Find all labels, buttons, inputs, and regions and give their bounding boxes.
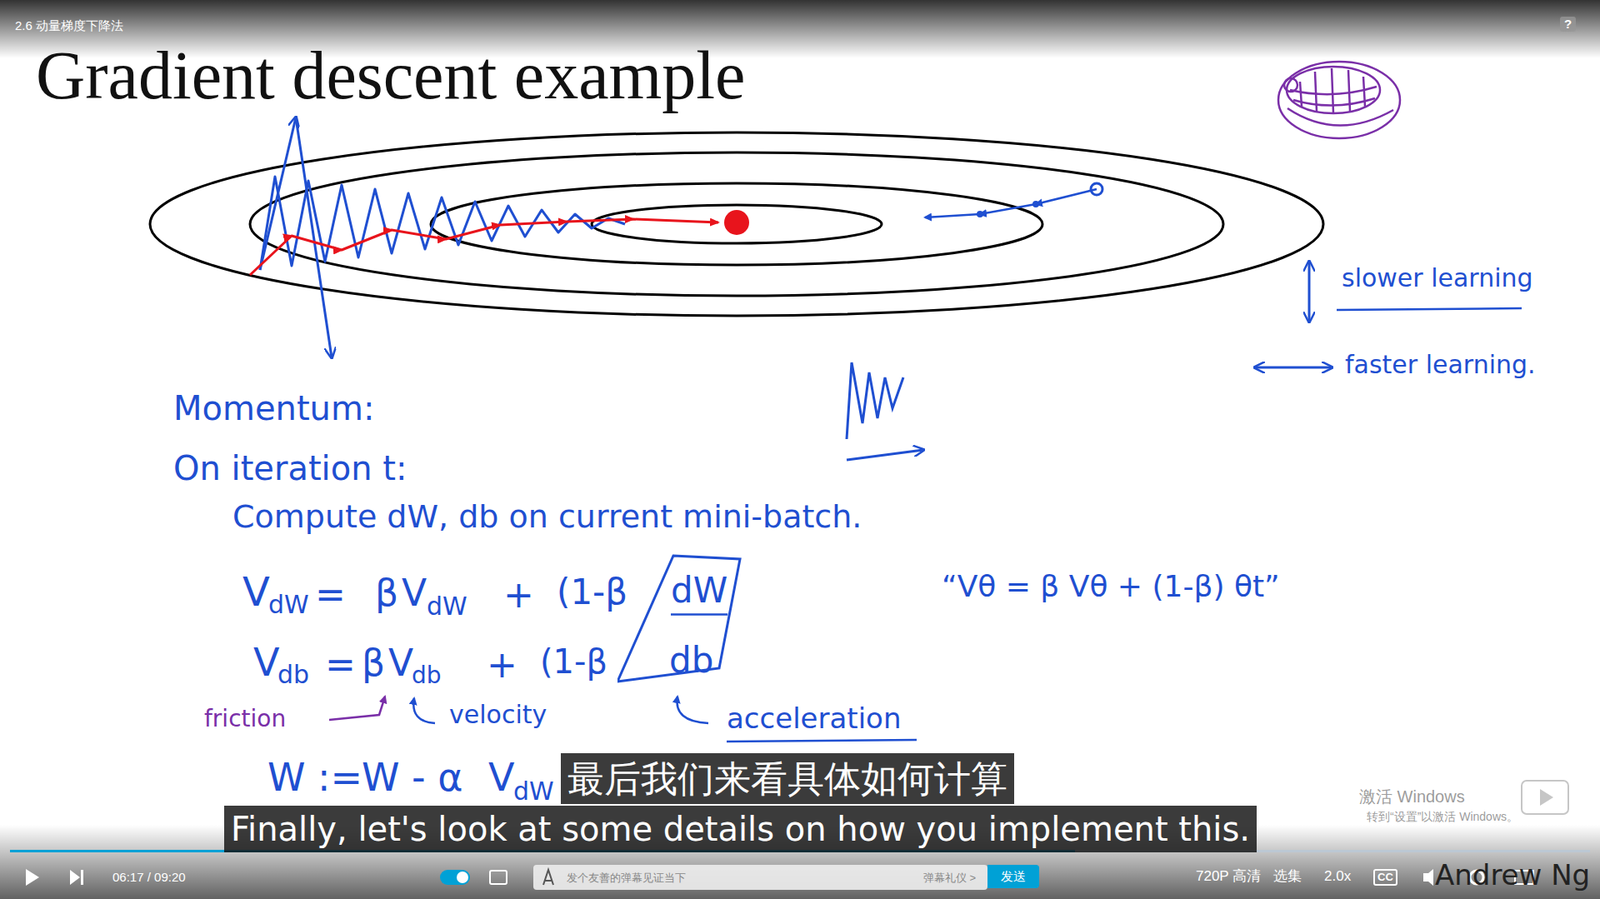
annotation: acceleration (726, 701, 901, 736)
watermark: 激活 Windows (1359, 786, 1465, 807)
formula-symbol: V (253, 640, 280, 686)
parallelogram-box: dW db (617, 551, 745, 685)
handwritten-note: Compute dW, db on current mini-batch. (232, 498, 862, 537)
vertical-arrow (1308, 290, 1311, 322)
handwritten-note: On iteration t: (173, 448, 407, 489)
author-watermark: Andrew Ng (1435, 858, 1590, 893)
formula-symbol: + (486, 643, 518, 688)
step-dot (1032, 200, 1040, 208)
formula-symbol: V (242, 568, 270, 617)
time-display: 06:17 / 09:20 (112, 870, 186, 885)
video-title: 2.6 动量梯度下降法 (15, 18, 124, 34)
toggle-knob (456, 871, 469, 884)
formula-symbol: β (361, 641, 385, 686)
play-icon (25, 869, 40, 886)
horizontal-arrow (1255, 366, 1293, 370)
formula: “Vθ = β Vθ + (1-β) θt” (941, 568, 1280, 605)
subtitle-zh: 最后我们来看具体如何计算 (560, 753, 1015, 805)
momentum-path (250, 219, 719, 275)
formula-subscript: db (277, 660, 310, 690)
annotation: friction (204, 705, 286, 734)
formula-subscript: dW (268, 590, 310, 620)
handwritten-note: faster learning. (1345, 350, 1536, 380)
vertical-arrow (1308, 261, 1311, 291)
speed-button: 2.0x (1324, 868, 1351, 885)
formula-symbol: + (503, 573, 535, 618)
formula-symbol: = (315, 573, 346, 618)
formula-symbol: db (669, 640, 714, 682)
leader-arrow (413, 698, 435, 724)
font-icon (543, 870, 554, 885)
bowl-sketch (1278, 61, 1400, 139)
input-placeholder: 发个友善的弹幕见证当下 (566, 871, 686, 885)
direction-arrow (846, 450, 924, 460)
formula-symbol: V (388, 641, 414, 686)
caption-button: CC (1373, 869, 1398, 886)
underline (1336, 308, 1522, 310)
start-dot (1090, 183, 1103, 195)
horizontal-arrow (1292, 366, 1332, 370)
formula-symbol: V (488, 755, 515, 801)
formula-symbol: (1-β (556, 571, 628, 614)
toggle-switch (440, 870, 470, 885)
input-hint: 弹幕礼仪 > (923, 871, 976, 885)
formula-subscript: dW (426, 591, 468, 622)
volume-icon (1423, 869, 1434, 886)
formula-symbol: W - α (361, 755, 464, 801)
formula-symbol: W := (267, 755, 363, 801)
window-icon (1521, 780, 1569, 815)
annotation: velocity (449, 700, 547, 730)
formula-symbol: β (375, 571, 399, 616)
handwritten-heading: Momentum: (173, 388, 375, 429)
oscillation-path (260, 176, 625, 270)
send-button: 发送 (987, 865, 1040, 889)
slide-title: Gradient descent example (35, 35, 746, 117)
oscillation-sketch (846, 362, 904, 440)
underline (726, 740, 917, 742)
watermark: 转到“设置”以激活 Windows。 (1366, 810, 1519, 825)
help-icon: ? (1560, 16, 1576, 32)
formula-symbol: V (401, 571, 427, 616)
episodes-button: 选集 (1273, 868, 1302, 885)
play-overlay-icon (1540, 789, 1554, 806)
leader-arrow (676, 696, 709, 724)
formula-subscript: db (411, 661, 442, 690)
handwritten-note: slower learning (1341, 263, 1534, 294)
step-dot (976, 210, 984, 218)
contour-lines (150, 132, 1324, 316)
formula-symbol: dW (670, 570, 728, 612)
next-icon (70, 870, 84, 885)
formula-symbol: = (325, 643, 356, 688)
comment-input (533, 865, 988, 890)
settings-icon (490, 870, 507, 885)
quality-button: 720P 高清 (1195, 868, 1261, 885)
formula-symbol: (1-β (540, 641, 608, 682)
leader-arrow (329, 696, 385, 720)
subtitle-en: Finally, let's look at some details on h… (224, 805, 1257, 853)
formula-subscript: dW (513, 776, 555, 807)
descent-path (925, 189, 1097, 218)
minimum-dot (724, 210, 750, 235)
